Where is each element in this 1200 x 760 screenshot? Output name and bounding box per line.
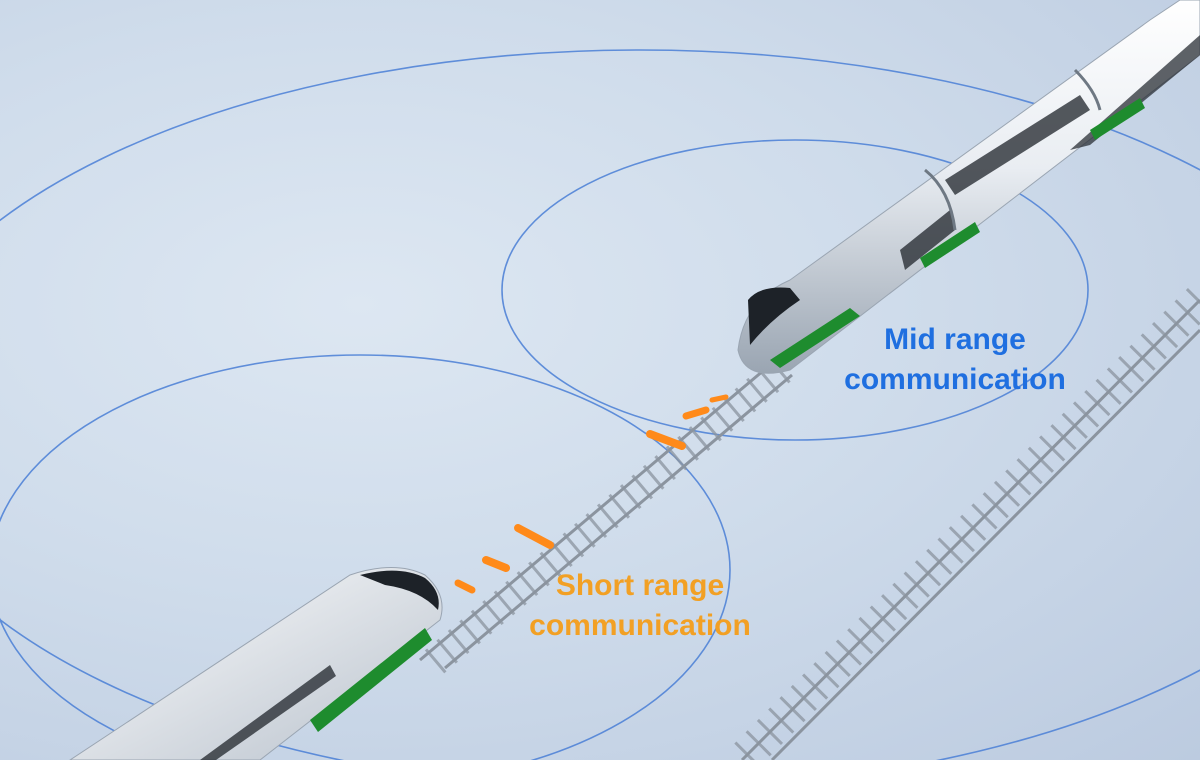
signal-icon (454, 579, 476, 594)
mid-range-label-line-1: Mid range (884, 323, 1026, 356)
train-bottom-icon (69, 567, 443, 760)
main-track (419, 358, 793, 676)
empty-track (729, 288, 1200, 760)
signal-icon (646, 430, 686, 450)
range-circles (0, 49, 1200, 760)
short-range-label: Short range communication (500, 566, 780, 646)
signal-icon (482, 556, 510, 572)
short-range-circle (0, 354, 731, 760)
short-range-label-line-1: Short range (555, 569, 725, 602)
signal-icon (709, 394, 729, 403)
mid-range-label-line-2: communication (844, 363, 1066, 396)
train-top-icon (737, 0, 1200, 374)
signal-markers (454, 394, 729, 594)
mid-range-label: Mid range communication (820, 320, 1090, 400)
mid-range-circle (501, 139, 1089, 441)
short-range-label-line-2: communication (529, 609, 751, 642)
signal-icon (682, 406, 710, 420)
signal-icon (514, 524, 554, 549)
outer-range-arc (0, 49, 1200, 760)
